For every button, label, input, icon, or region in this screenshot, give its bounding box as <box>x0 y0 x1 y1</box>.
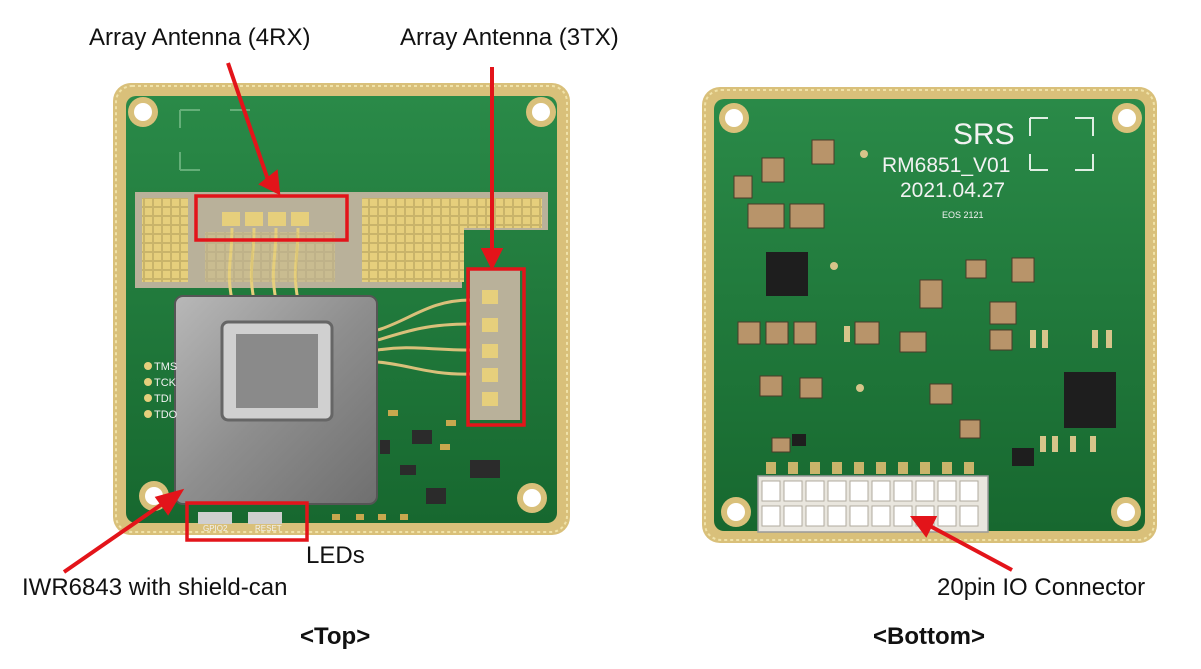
bottom-caption: <Bottom> <box>873 623 986 650</box>
ic-chip <box>766 252 808 296</box>
led-highlight-box <box>185 501 309 542</box>
top-caption: <Top> <box>300 623 371 650</box>
pin-label-tms: TMS <box>154 361 177 373</box>
button-label-reset: RESET <box>255 524 282 533</box>
rx-antenna-patches <box>222 212 309 226</box>
tx-highlight-box <box>466 267 526 427</box>
date-silkscreen: 2021.04.27 <box>900 179 1005 202</box>
pin-label-tdo: TDO <box>154 409 178 421</box>
pin-label-tck: TCK <box>154 377 177 389</box>
tx-antenna-patches <box>482 290 498 406</box>
pin-label-tdi: TDI <box>154 393 172 405</box>
rx-antenna-label: Array Antenna (4RX) <box>89 24 311 51</box>
tx-antenna-label: Array Antenna (3TX) <box>400 24 619 51</box>
button-label-gpio2: GPIO2 <box>203 524 228 533</box>
leds-label: LEDs <box>306 542 365 569</box>
ic-chip <box>1064 372 1116 428</box>
brand-silkscreen: SRS <box>953 118 1015 151</box>
bottom-board: SRS RM6851_V01 2021.04.27 EOS 2121 <box>702 87 1157 572</box>
mark-silkscreen: EOS 2121 <box>942 210 984 220</box>
chip-label: IWR6843 with shield-can <box>22 574 288 601</box>
connector-label: 20pin IO Connector <box>937 574 1146 601</box>
rx-highlight-box <box>194 194 349 242</box>
model-silkscreen: RM6851_V01 <box>882 154 1010 177</box>
top-board: TMS TCK TDI TDO GPIO2 RESET <box>62 62 570 574</box>
